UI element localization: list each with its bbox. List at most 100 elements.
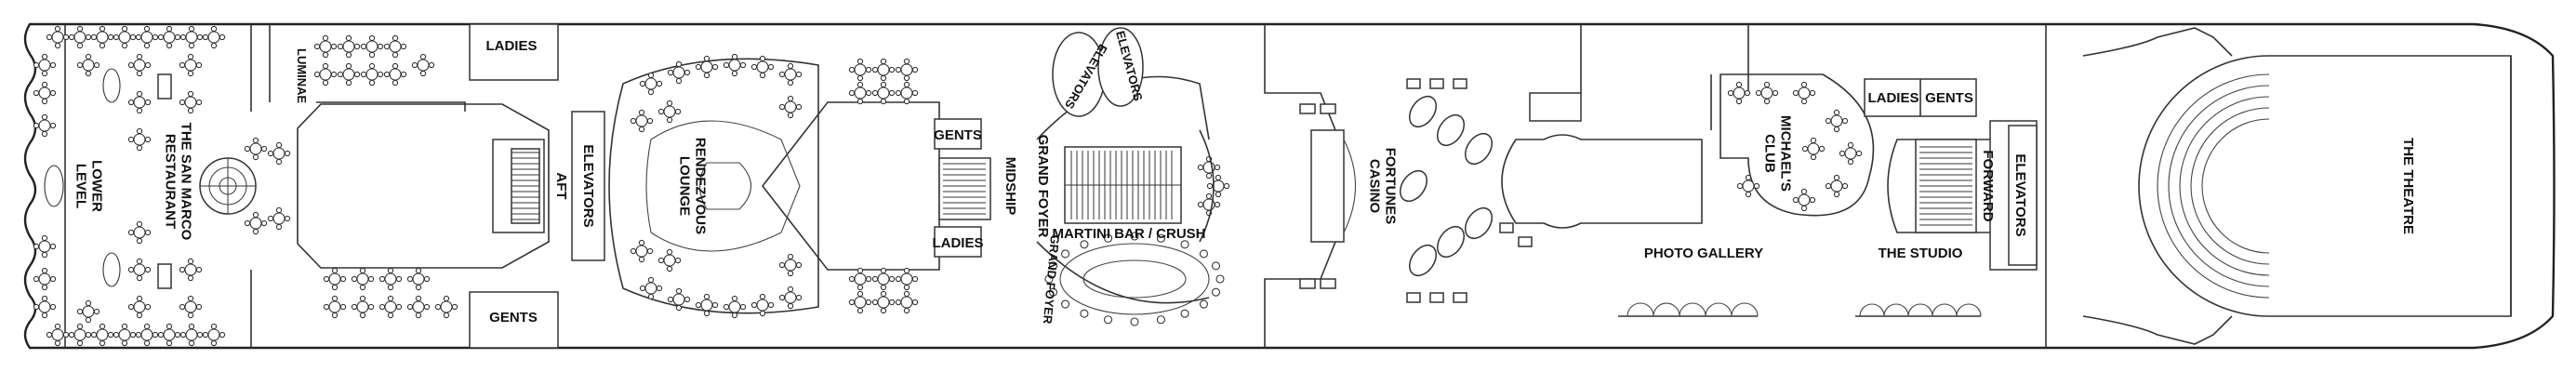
- chair-icon: [1156, 233, 1165, 243]
- chair-icon: [187, 258, 194, 265]
- chair-icon: [856, 307, 864, 314]
- chair-icon: [880, 267, 887, 274]
- chair-icon: [739, 61, 747, 69]
- chair-icon: [196, 331, 204, 339]
- chair-icon: [68, 331, 75, 339]
- chair-icon: [107, 331, 114, 339]
- chair-icon: [1745, 174, 1752, 181]
- chair-icon: [415, 267, 422, 274]
- chair-icon: [795, 261, 803, 269]
- table-icon: [185, 31, 198, 44]
- chair-icon: [759, 293, 766, 300]
- chair-icon: [359, 295, 366, 302]
- chair-icon: [675, 77, 683, 85]
- chair-icon: [400, 71, 407, 78]
- table-icon: [342, 68, 355, 81]
- chair-icon: [1061, 249, 1070, 259]
- chair-icon: [667, 296, 674, 303]
- chair-icon: [434, 303, 442, 311]
- chair-icon: [144, 266, 152, 273]
- table-icon: [185, 328, 198, 341]
- chair-icon: [888, 299, 896, 306]
- chair-icon: [54, 25, 61, 33]
- studio-alcove: [1932, 303, 1958, 317]
- chair-icon: [339, 303, 347, 311]
- chair-icon: [695, 301, 702, 309]
- table-icon: [82, 305, 95, 318]
- aft-washrooms: [469, 23, 559, 349]
- chair-icon: [121, 42, 128, 49]
- table-icon: [672, 293, 685, 306]
- chair-icon: [143, 42, 151, 49]
- chair-icon: [41, 295, 48, 302]
- chair-icon: [1205, 193, 1213, 200]
- chair-icon: [275, 206, 283, 214]
- chair-icon: [313, 43, 321, 50]
- label-luminae: LUMINAE: [295, 48, 309, 104]
- chair-icon: [99, 323, 106, 330]
- chair-icon: [1763, 98, 1771, 105]
- chair-icon: [647, 88, 655, 96]
- gaming-table-icon: [1408, 244, 1438, 277]
- chair-icon: [144, 136, 152, 143]
- chair-icon: [1130, 317, 1139, 326]
- chair-icon: [856, 290, 864, 298]
- table-icon: [73, 328, 86, 341]
- chair-icon: [275, 158, 283, 166]
- chair-icon: [1833, 174, 1840, 181]
- chair-icon: [1736, 182, 1744, 190]
- table-icon: [728, 300, 741, 313]
- table-icon: [272, 212, 285, 225]
- chair-icon: [731, 312, 738, 319]
- chair-icon: [795, 294, 803, 301]
- chair-icon: [284, 215, 291, 222]
- theatre-area: [2082, 27, 2512, 345]
- chair-icon: [244, 145, 251, 153]
- chair-icon: [367, 275, 375, 283]
- chair-icon: [210, 339, 218, 347]
- chair-icon: [260, 219, 268, 227]
- chair-icon: [323, 275, 330, 283]
- chair-icon: [33, 303, 40, 311]
- chair-icon: [411, 61, 418, 69]
- chair-icon: [903, 81, 910, 88]
- chair-icon: [848, 66, 856, 73]
- table-icon: [73, 31, 86, 44]
- chair-icon: [759, 72, 766, 79]
- chair-icon: [41, 251, 48, 259]
- chair-icon: [219, 33, 226, 41]
- chair-icon: [1215, 274, 1225, 284]
- chair-icon: [880, 81, 887, 88]
- chair-icon: [1841, 182, 1849, 190]
- chair-icon: [136, 220, 143, 228]
- chair-icon: [76, 339, 84, 347]
- chair-icon: [630, 117, 637, 125]
- label-lower-level: LOWERLEVEL: [73, 160, 105, 212]
- chair-icon: [166, 323, 173, 330]
- chair-icon: [76, 25, 84, 33]
- grand-foyer-staircase-icon: [1064, 146, 1182, 224]
- chair-icon: [210, 25, 218, 33]
- chair-icon: [1833, 126, 1840, 133]
- aft-lobby: [297, 103, 605, 269]
- chair-icon: [368, 79, 376, 86]
- chair-icon: [1735, 81, 1743, 88]
- chair-icon: [351, 275, 358, 283]
- chair-icon: [451, 303, 458, 311]
- table-icon: [1807, 142, 1820, 155]
- table-icon: [854, 86, 867, 100]
- chair-icon: [1727, 89, 1734, 97]
- chair-icon: [787, 79, 794, 86]
- table-icon: [184, 263, 197, 276]
- chair-icon: [911, 66, 919, 73]
- table-icon: [756, 299, 769, 312]
- chair-icon: [378, 275, 386, 283]
- label-san-marco: THE SAN MARCORESTAURANT: [163, 123, 194, 241]
- chair-icon: [54, 323, 61, 330]
- chair-icon: [666, 116, 673, 124]
- midship-lobby: [761, 58, 991, 314]
- table-icon: [384, 272, 397, 286]
- chair-icon: [795, 71, 803, 78]
- chair-icon: [1810, 137, 1817, 144]
- chair-icon: [1800, 188, 1808, 195]
